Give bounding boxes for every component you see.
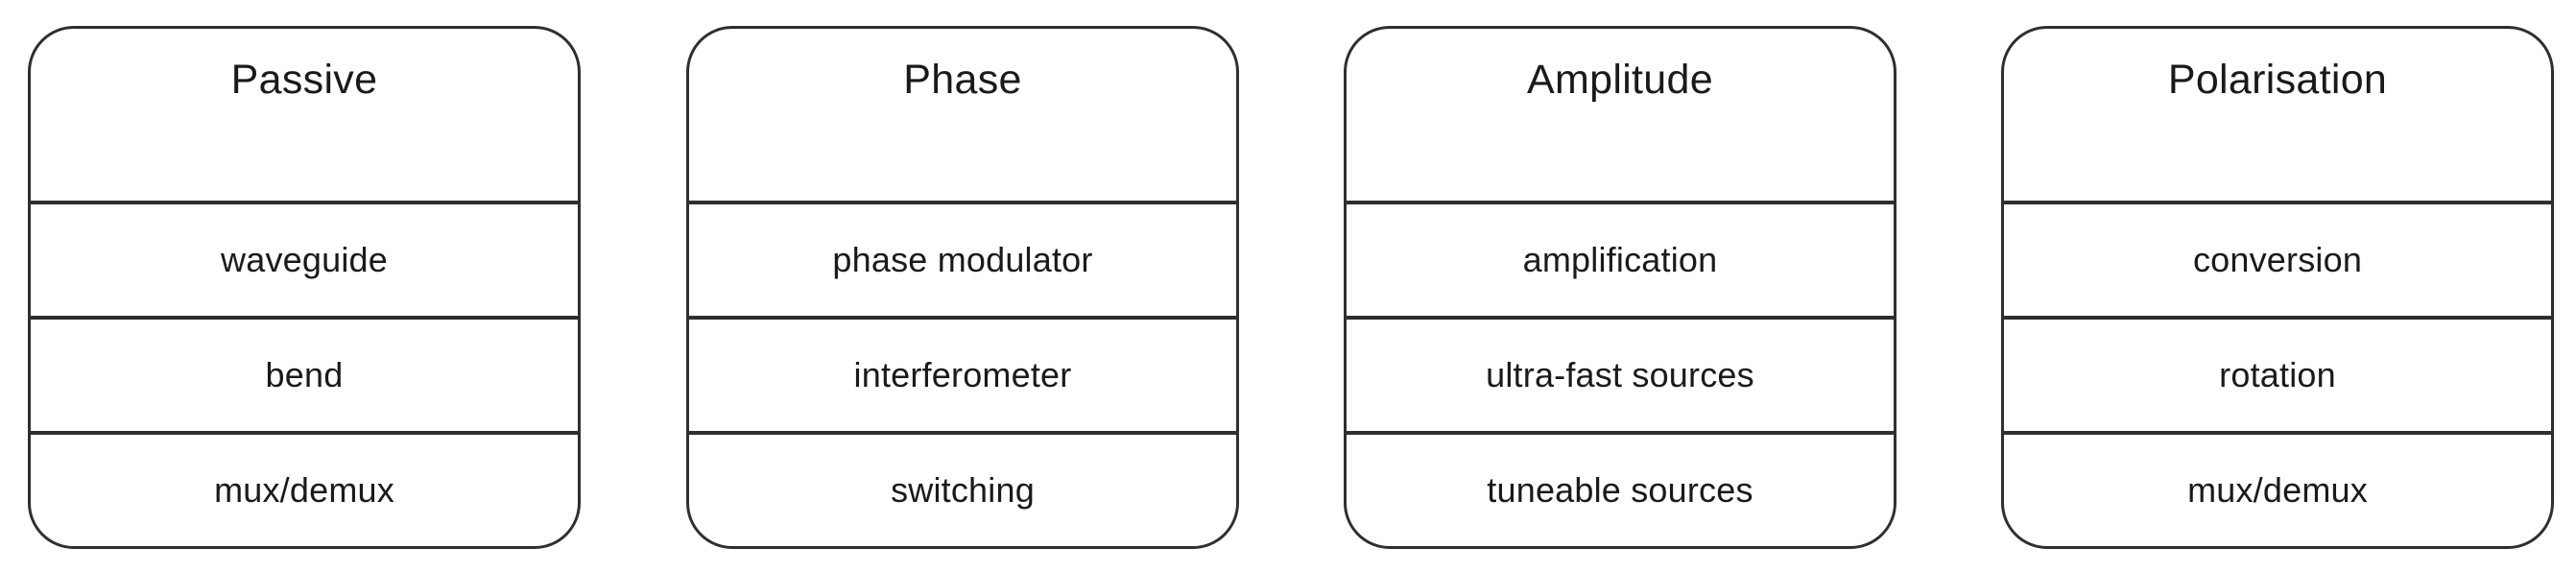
card-row[interactable]: bend: [31, 320, 578, 435]
card-header: Passive: [31, 29, 578, 204]
card-row-label: tuneable sources: [1487, 470, 1753, 511]
card-header-label: Passive: [230, 57, 378, 103]
card-row[interactable]: mux/demux: [2004, 435, 2551, 546]
card-row-label: rotation: [2219, 355, 2336, 395]
card-row-label: mux/demux: [2187, 470, 2368, 511]
card-row-label: conversion: [2192, 240, 2363, 280]
card-row[interactable]: ultra-fast sources: [1347, 320, 1894, 435]
card-row[interactable]: amplification: [1347, 204, 1894, 320]
category-card-phase[interactable]: Phase phase modulator interferometer swi…: [686, 26, 1239, 549]
card-row[interactable]: waveguide: [31, 204, 578, 320]
card-row-label: mux/demux: [214, 470, 394, 511]
category-card-polarisation[interactable]: Polarisation conversion rotation mux/dem…: [2001, 26, 2554, 549]
card-row[interactable]: rotation: [2004, 320, 2551, 435]
card-row-label: interferometer: [853, 355, 1072, 395]
card-row-label: switching: [891, 470, 1035, 511]
card-row[interactable]: switching: [689, 435, 1236, 546]
card-row[interactable]: conversion: [2004, 204, 2551, 320]
card-header: Phase: [689, 29, 1236, 204]
card-row-label: waveguide: [221, 240, 388, 280]
card-row-label: bend: [265, 355, 344, 395]
category-card-passive[interactable]: Passive waveguide bend mux/demux: [28, 26, 581, 549]
card-row-label: amplification: [1522, 240, 1718, 280]
card-row-label: phase modulator: [832, 240, 1093, 280]
card-row[interactable]: mux/demux: [31, 435, 578, 546]
card-header-label: Amplitude: [1527, 57, 1713, 103]
card-row[interactable]: interferometer: [689, 320, 1236, 435]
card-header: Amplitude: [1347, 29, 1894, 204]
card-header-label: Polarisation: [2167, 57, 2388, 103]
card-row-label: ultra-fast sources: [1486, 355, 1754, 395]
category-card-amplitude[interactable]: Amplitude amplification ultra-fast sourc…: [1344, 26, 1896, 549]
card-row[interactable]: tuneable sources: [1347, 435, 1894, 546]
card-row[interactable]: phase modulator: [689, 204, 1236, 320]
card-header: Polarisation: [2004, 29, 2551, 204]
card-header-label: Phase: [903, 57, 1022, 103]
